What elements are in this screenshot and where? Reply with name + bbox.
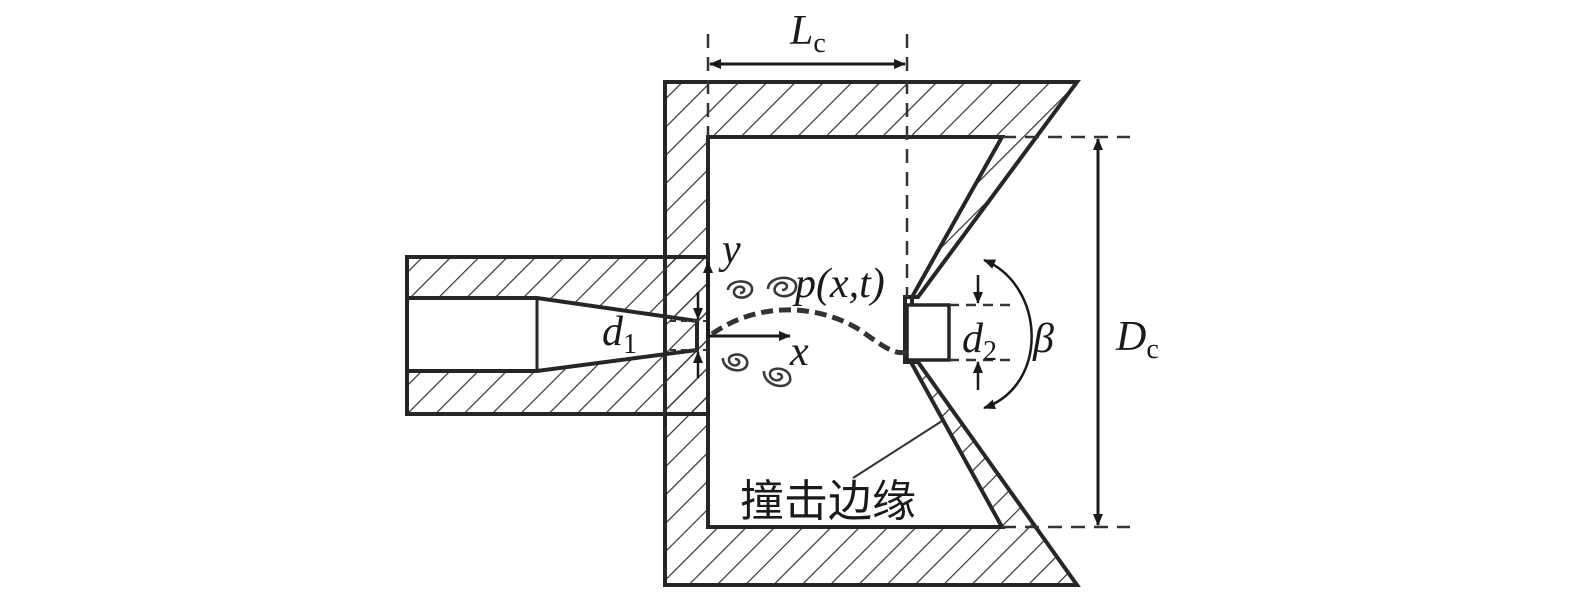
dimension-dc — [1002, 135, 1130, 529]
vortex-icon — [721, 353, 749, 372]
vortex-icon — [726, 280, 754, 299]
dimension-d2 — [949, 275, 1015, 390]
dimension-lc — [706, 34, 909, 297]
angle-arc — [983, 258, 1033, 410]
vortex-icon — [762, 367, 792, 388]
y-axis-label: y — [718, 227, 741, 273]
dimension-d1 — [670, 292, 708, 378]
edge-leader-line — [852, 420, 943, 479]
vortex-icon — [766, 276, 798, 298]
jet-centerline — [710, 307, 908, 356]
lc-label: Lc — [789, 8, 826, 59]
impinging-edge-label: 撞击边缘 — [740, 476, 916, 527]
dc-label: Dc — [1115, 314, 1159, 365]
nozzle-wall — [405, 255, 710, 416]
vortex-icons — [721, 276, 798, 388]
coordinate-axes — [703, 261, 791, 341]
pressure-label: p(x,t) — [792, 261, 885, 307]
d2-label: d2 — [962, 316, 997, 367]
beta-label: β — [1032, 316, 1054, 362]
x-axis-label: x — [789, 329, 809, 375]
d1-label: d1 — [602, 309, 637, 360]
outlet-hole — [905, 303, 951, 362]
